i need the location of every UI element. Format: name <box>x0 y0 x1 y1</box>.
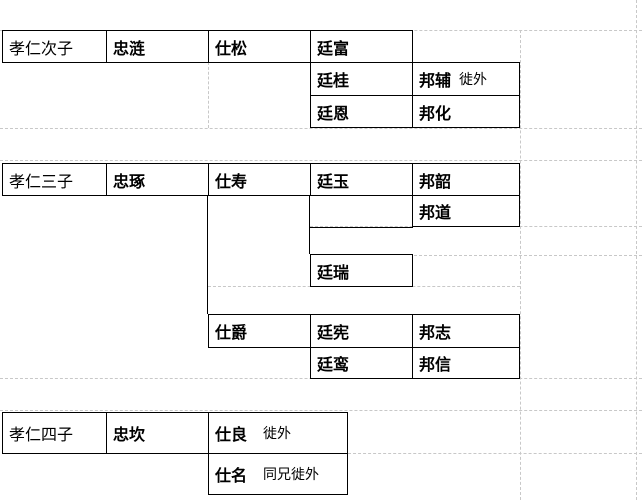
bracket-line <box>309 196 310 254</box>
great-grandson-cell: 廷宪 <box>310 314 413 348</box>
great-grandson-cell: 廷富 <box>310 30 413 63</box>
gridline <box>0 410 642 411</box>
descendant-cell: 邦志 <box>412 314 520 348</box>
gridline <box>520 30 521 500</box>
descendant-cell: 邦信 <box>412 347 520 379</box>
great-grandson-cell: 廷鸾 <box>310 347 413 379</box>
son-cell: 忠琢 <box>106 163 209 196</box>
descendant-cell: 邦辅徙外 <box>412 62 520 96</box>
father-cell: 孝仁三子 <box>2 163 107 196</box>
son-cell: 忠涟 <box>106 30 209 63</box>
grandson-cell: 仕寿 <box>208 163 311 196</box>
grandson-cell: 仕名同兄徙外 <box>208 453 348 495</box>
gridline <box>0 160 642 161</box>
gridline <box>636 0 637 500</box>
migration-note: 徙外 <box>263 426 292 442</box>
bracket-line <box>207 196 208 314</box>
great-grandson-cell: 廷恩 <box>310 95 413 128</box>
descendant-cell: 邦韶 <box>412 163 520 196</box>
father-cell: 孝仁次子 <box>2 30 107 63</box>
bracket-line <box>309 227 413 228</box>
grandson-cell: 仕松 <box>208 30 311 63</box>
gridline <box>0 128 642 129</box>
descendant-cell: 邦道 <box>412 195 520 227</box>
great-grandson-cell: 廷瑞 <box>310 254 413 287</box>
migration-note: 同兄徙外 <box>263 467 320 483</box>
father-cell: 孝仁四子 <box>2 412 107 454</box>
gridline <box>414 255 642 256</box>
grandson-cell: 仕良徙外 <box>208 412 348 454</box>
descendant-cell: 邦化 <box>412 95 520 128</box>
grandson-cell: 仕爵 <box>208 314 311 348</box>
gridline <box>208 62 209 128</box>
son-cell: 忠坎 <box>106 412 209 454</box>
great-grandson-cell: 廷玉 <box>310 163 413 196</box>
great-grandson-cell: 廷桂 <box>310 62 413 96</box>
gridline <box>348 453 642 454</box>
migration-note: 徙外 <box>459 72 488 88</box>
